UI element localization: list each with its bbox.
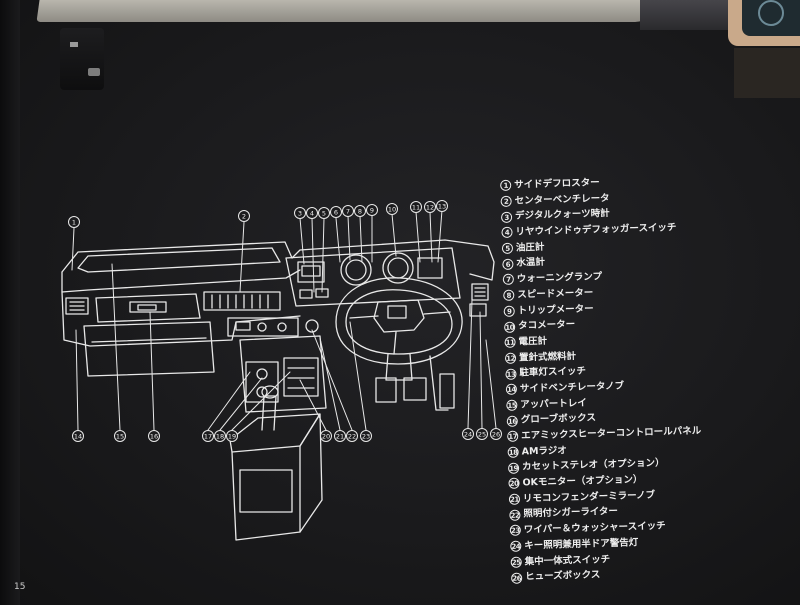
- legend-number: 26: [511, 572, 523, 584]
- legend-number: 8: [503, 289, 515, 302]
- legend-label: タコメーター: [517, 319, 576, 332]
- door-latch: [60, 28, 104, 90]
- legend-number: 11: [504, 336, 516, 349]
- steering-hub: [373, 299, 425, 333]
- legend-number: 10: [504, 321, 516, 333]
- legend-number: 17: [507, 430, 519, 443]
- legend-label: 油圧計: [515, 241, 545, 254]
- legend-label: 駐車灯スイッチ: [519, 365, 587, 379]
- legend-number: 21: [508, 493, 521, 505]
- callout-4: 4: [310, 210, 314, 218]
- page-number: 15: [14, 582, 26, 592]
- console-box: [239, 469, 293, 513]
- upper-tray: [77, 247, 281, 273]
- callout-14: 14: [74, 433, 82, 441]
- callout-21: 21: [336, 433, 344, 441]
- photo-corner-dial-icon: [758, 0, 784, 26]
- callout-3: 3: [298, 210, 302, 218]
- callout-12: 12: [426, 204, 434, 212]
- legend-number: 12: [504, 352, 517, 364]
- pedal-brake: [403, 377, 427, 401]
- legend-number: 2: [500, 195, 512, 208]
- callout-25: 25: [478, 431, 486, 439]
- legend-label: アッパートレイ: [520, 397, 587, 411]
- callout-17: 17: [204, 433, 212, 441]
- page-binding-shadow: [0, 0, 20, 605]
- legend-number: 15: [506, 399, 518, 411]
- legend-label: ヒューズボックス: [525, 569, 601, 583]
- callout-23: 23: [362, 433, 370, 441]
- center-vents: [203, 291, 281, 311]
- callout-8: 8: [358, 208, 362, 216]
- stereo-panel: [283, 357, 319, 397]
- instrument-cluster: [285, 247, 461, 307]
- gear-knob: [261, 385, 279, 399]
- glove-box: [95, 293, 201, 323]
- speedometer-icon: [340, 254, 372, 286]
- pedal-accel: [439, 373, 455, 409]
- legend-number: 3: [500, 211, 513, 223]
- radio-unit: [227, 317, 299, 337]
- center-console-upper: [239, 335, 327, 413]
- legend-number: 20: [508, 477, 520, 490]
- steering-wheel: [335, 277, 463, 365]
- legend-number: 5: [501, 242, 514, 255]
- dash-face: [61, 291, 301, 347]
- side-vent-right: [471, 283, 489, 301]
- legend-number: 13: [505, 368, 517, 380]
- latch-button: [88, 68, 100, 76]
- callout-10: 10: [388, 206, 396, 214]
- callout-5: 5: [322, 210, 326, 218]
- latch-indicator: [70, 42, 78, 47]
- pedal-clutch: [375, 377, 397, 403]
- callout-11: 11: [412, 204, 420, 212]
- knee-panel: [83, 321, 215, 377]
- legend-number: 19: [507, 462, 520, 474]
- callout-20: 20: [322, 433, 330, 441]
- legend-label: トリップメーター: [517, 302, 594, 317]
- callout-19: 19: [228, 433, 236, 441]
- legend-number: 22: [509, 509, 521, 521]
- legend-number: 1: [500, 180, 512, 192]
- callout-16: 16: [150, 433, 158, 441]
- legend-number: 24: [510, 540, 522, 553]
- legend-label: AMラジオ: [521, 444, 567, 458]
- legend-number: 14: [505, 383, 518, 396]
- legend-number: 23: [509, 525, 522, 537]
- callout-6: 6: [334, 209, 338, 217]
- legend-number: 18: [507, 446, 519, 458]
- callout-13: 13: [438, 203, 446, 211]
- legend-number: 25: [510, 556, 522, 568]
- legend-label: キー照明兼用半ドア警告灯: [524, 537, 639, 552]
- callout-26: 26: [492, 431, 500, 439]
- photo-corner-shade: [734, 48, 800, 98]
- side-vent-left: [65, 297, 89, 315]
- callout-24: 24: [464, 431, 472, 439]
- legend-number: 6: [502, 258, 514, 270]
- legend-number: 9: [503, 305, 515, 317]
- legend-number: 4: [501, 227, 513, 239]
- legend-number: 16: [506, 415, 518, 427]
- legend-label: 水温計: [516, 257, 546, 270]
- legend-label: 置針式燃料計: [518, 350, 577, 364]
- callout-2: 2: [242, 213, 246, 221]
- callout-7: 7: [346, 208, 350, 216]
- callout-18: 18: [216, 433, 224, 441]
- heater-panel: [245, 361, 279, 403]
- legend-label: 電圧計: [518, 335, 548, 348]
- legend-number: 7: [502, 274, 514, 286]
- legend-label: サイドベンチレータノブ: [519, 380, 625, 395]
- callout-22: 22: [348, 433, 356, 441]
- callout-1: 1: [72, 219, 76, 227]
- tachometer-icon: [382, 252, 414, 284]
- callout-9: 9: [370, 207, 374, 215]
- callout-15: 15: [116, 433, 124, 441]
- leader-lines: [71, 209, 497, 431]
